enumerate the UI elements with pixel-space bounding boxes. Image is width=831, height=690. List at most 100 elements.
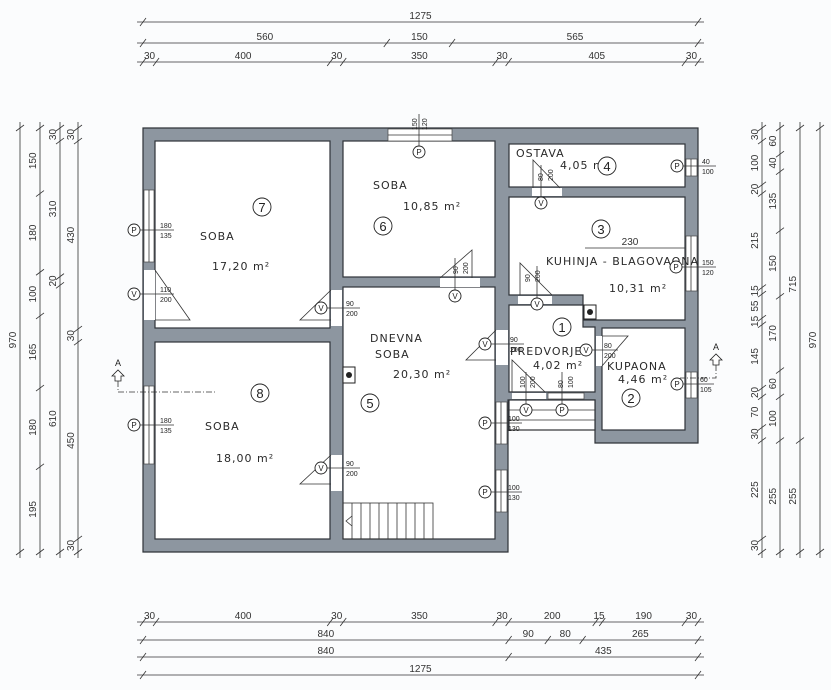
dimension-value: 840 bbox=[317, 646, 334, 657]
dimension-value: 100 bbox=[750, 154, 761, 171]
door-marker-icon bbox=[534, 196, 548, 210]
opening-width: 80 bbox=[558, 380, 565, 388]
dimension-tick bbox=[339, 617, 347, 627]
window-marker-icon bbox=[555, 403, 569, 417]
dimension-tick bbox=[795, 437, 805, 444]
window-marker-icon bbox=[412, 145, 426, 159]
dimension-value: 970 bbox=[808, 331, 819, 348]
dimension-tick bbox=[757, 393, 767, 401]
section-marker-right: A bbox=[680, 342, 723, 379]
dimension-tick bbox=[775, 227, 785, 235]
door-marker-icon bbox=[478, 337, 492, 351]
room-area: 4,05 m² bbox=[560, 159, 610, 172]
door-marker-icon bbox=[519, 403, 533, 417]
dimension-value: 145 bbox=[750, 348, 761, 365]
opening-width: 110 bbox=[160, 287, 171, 294]
opening-height: 200 bbox=[160, 297, 172, 304]
opening-width: 90 bbox=[346, 461, 354, 468]
opening-marker: V 110 200 bbox=[127, 287, 174, 304]
dimension-value: 170 bbox=[768, 325, 779, 342]
dimension-tick bbox=[55, 548, 65, 556]
opening-width: 60 bbox=[700, 377, 708, 384]
dimension-value: 20 bbox=[750, 183, 761, 195]
dimension-value: 30 bbox=[66, 330, 77, 342]
dimension-tick bbox=[35, 268, 45, 276]
dimension-tick bbox=[73, 548, 83, 556]
dimension-tick bbox=[757, 190, 767, 197]
opening-width: 100 bbox=[508, 416, 520, 423]
dimension-value: 180 bbox=[28, 419, 39, 436]
opening-height: 200 bbox=[530, 376, 537, 388]
dimension-tick bbox=[505, 617, 512, 627]
dimension-tick bbox=[694, 635, 702, 645]
section-arrow-icon bbox=[709, 353, 723, 366]
door-marker-icon bbox=[127, 287, 141, 301]
section-marker-left: A bbox=[111, 358, 215, 393]
dimension-chain-right: 970 bbox=[808, 122, 825, 558]
door-marker-icon bbox=[314, 301, 328, 315]
dimension-tick bbox=[448, 38, 456, 48]
room-2-label: KUPAONA 4,46 m² 2 bbox=[607, 360, 668, 408]
opening-type: P bbox=[482, 419, 487, 428]
dimension-tick bbox=[55, 282, 65, 289]
room-number: 6 bbox=[379, 219, 386, 234]
dimension-value: 265 bbox=[632, 629, 649, 640]
dimension-tick bbox=[15, 548, 25, 556]
dimension-value: 405 bbox=[588, 51, 605, 62]
room-1-floor bbox=[508, 304, 596, 393]
opening-type: V bbox=[523, 406, 529, 415]
dimension-value: 30 bbox=[750, 539, 761, 551]
dimension-tick bbox=[757, 321, 767, 329]
window-marker-icon bbox=[669, 260, 683, 274]
room-5-floor bbox=[342, 286, 496, 540]
opening-type: V bbox=[318, 464, 324, 473]
dimension-tick bbox=[339, 57, 347, 67]
room-7-label: 7 SOBA 17,20 m² bbox=[200, 197, 272, 273]
dimension-tick bbox=[757, 181, 767, 189]
opening-height: 200 bbox=[346, 471, 358, 478]
dimension-value: 970 bbox=[8, 331, 19, 348]
dimension-value: 30 bbox=[66, 539, 77, 551]
dimension-tick bbox=[35, 124, 45, 132]
dimension-tick bbox=[757, 290, 767, 298]
room-area: 20,30 m² bbox=[393, 368, 451, 381]
dimension-value: 30 bbox=[48, 129, 59, 141]
dimension-tick bbox=[139, 38, 147, 48]
dimension-value: 350 bbox=[411, 51, 428, 62]
dimension-tick bbox=[775, 367, 785, 374]
dimension-tick bbox=[15, 124, 25, 132]
dimension-tick bbox=[815, 548, 825, 556]
dimension-value: 150 bbox=[411, 32, 428, 43]
dimension-tick bbox=[139, 670, 147, 680]
dimension-tick bbox=[35, 463, 45, 471]
dimension-value: 350 bbox=[411, 611, 428, 622]
room-name: SOBA bbox=[200, 230, 235, 243]
dimension-value: 165 bbox=[28, 343, 39, 360]
room-area: 4,46 m² bbox=[618, 373, 668, 386]
dimension-tick bbox=[757, 314, 767, 322]
opening-type: P bbox=[416, 148, 421, 157]
dimension-value: 15 bbox=[750, 285, 761, 297]
section-arrow-icon bbox=[111, 369, 125, 382]
dimension-value: 30 bbox=[331, 611, 343, 622]
opening-type: V bbox=[131, 290, 137, 299]
window-marker-icon bbox=[670, 159, 684, 173]
dimension-value: 610 bbox=[48, 410, 59, 427]
dimension-tick bbox=[757, 384, 767, 392]
opening-height: 120 bbox=[422, 118, 429, 130]
dimension-tick bbox=[757, 424, 767, 431]
opening-height: 135 bbox=[160, 428, 172, 435]
dimension-tick bbox=[326, 617, 334, 627]
opening-height: 200 bbox=[510, 347, 522, 354]
opening-marker: V 90 200 bbox=[314, 461, 360, 478]
dimension-value: 400 bbox=[235, 611, 252, 622]
dimension-tick bbox=[152, 57, 160, 67]
